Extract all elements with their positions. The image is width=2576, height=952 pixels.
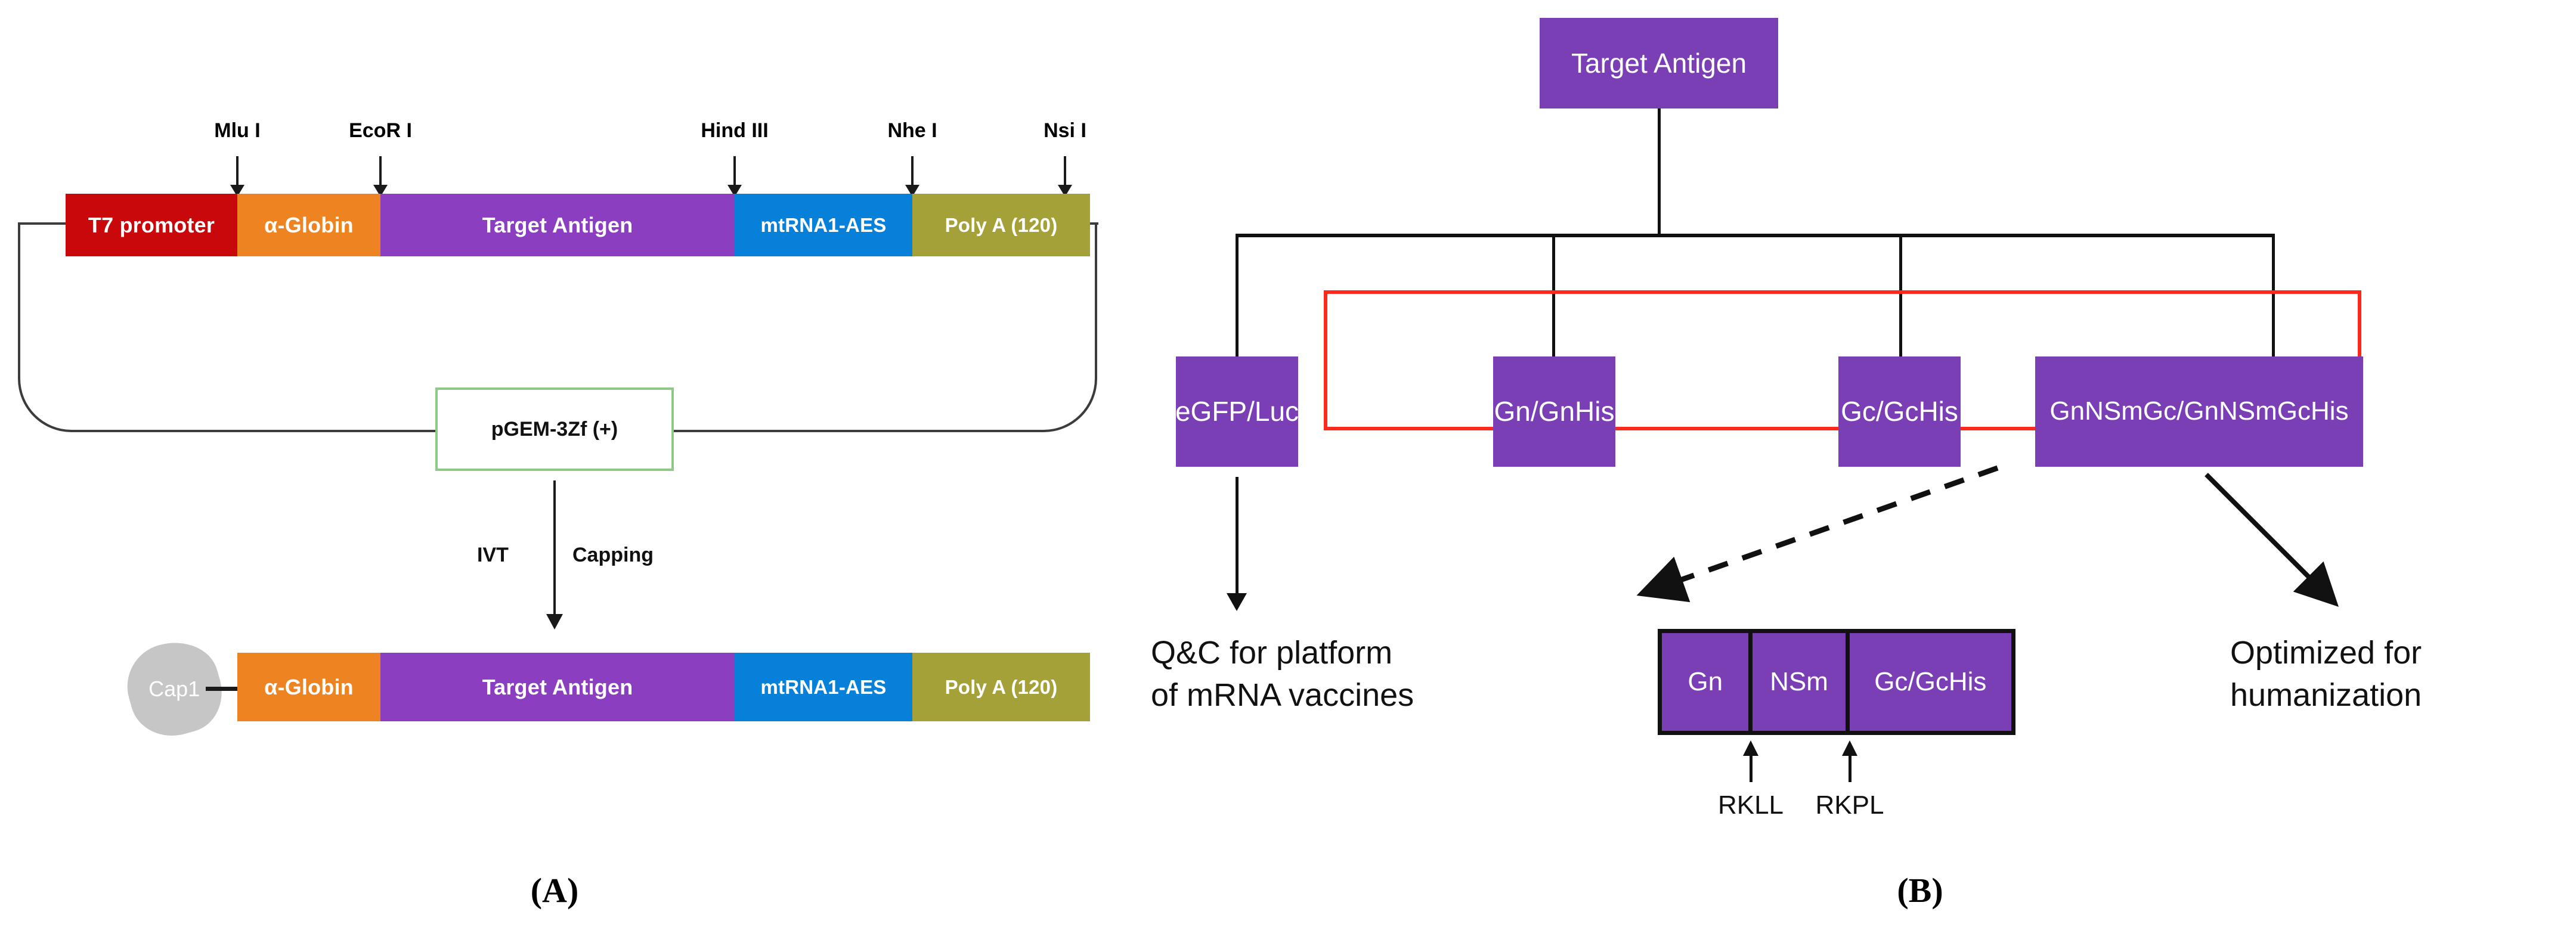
outcome-text-qc-platform: Q&C for platform of mRNA vaccines <box>1151 635 1414 714</box>
construct-segment-target-antigen: Target Antigen <box>380 194 735 256</box>
arrow-egfp-head <box>1227 593 1247 611</box>
connector-root-stem <box>1658 108 1661 235</box>
cleavage-arrow-shaft-rkpl <box>1849 745 1852 782</box>
construct-segment-t7-promoter: T7 promoter <box>66 194 237 256</box>
connector-drop-gc-gchis <box>1899 234 1902 364</box>
panel-b: Target Antigen eGFP/Luc Gn/GnHis Gc/GcHi… <box>1133 0 2576 952</box>
ivt-arrow-shaft <box>553 480 556 624</box>
arrow-egfp-shaft <box>1236 477 1239 599</box>
restriction-site-label-nhe-i: Nhe I <box>887 119 937 142</box>
arrow-to-humanization <box>2205 473 2339 607</box>
plasmid-label-box: pGEM-3Zf (+) <box>435 387 674 471</box>
mrna-segment-mtrna1-aes: mtRNA1-AES <box>735 653 912 721</box>
connector-drop-egfp-luc <box>1236 234 1239 364</box>
connector-horizontal-bus <box>1236 234 2275 237</box>
cap1-linker <box>206 687 246 691</box>
polyprotein-cell-nsm: NSm <box>1753 633 1850 731</box>
node-target-antigen[interactable]: Target Antigen <box>1540 18 1778 108</box>
cleavage-arrow-shaft-rkll <box>1750 745 1753 782</box>
restriction-site-label-nsi-i: Nsi I <box>1044 119 1086 142</box>
connector-drop-gn-gnhis <box>1552 234 1555 364</box>
node-egfp-luc[interactable]: eGFP/Luc <box>1175 356 1299 467</box>
restriction-site-label-hind-iii: Hind III <box>701 119 769 142</box>
cleavage-arrow-head-rkpl <box>1842 740 1857 756</box>
mrna-segment-alpha-globin: α-Globin <box>237 653 380 721</box>
node-gc-gchis[interactable]: Gc/GcHis <box>1838 356 1961 467</box>
mrna-segment-target-antigen: Target Antigen <box>380 653 735 721</box>
mrna-segment-poly-a: Poly A (120) <box>912 653 1090 721</box>
panel-a: Mlu I EcoR I Hind III Nhe I Nsi I T7 pro… <box>0 0 1133 952</box>
ivt-arrow-head <box>546 614 563 630</box>
restriction-site-label-mlu-i: Mlu I <box>214 119 261 142</box>
polyprotein-cell-gc-gchis: Gc/GcHis <box>1874 667 1987 696</box>
cleavage-label-rkll: RKLL <box>1717 790 1784 820</box>
backbone-stub-left <box>18 222 66 225</box>
panel-a-caption: (A) <box>530 871 579 910</box>
panel-b-caption: (B) <box>1897 871 1943 910</box>
polyprotein-schematic: Gn NSm Gc/GcHis <box>1658 629 2015 735</box>
polyprotein-cell-gn: Gn <box>1662 633 1753 731</box>
node-gn-gnhis[interactable]: Gn/GnHis <box>1493 356 1615 467</box>
capping-label: Capping <box>572 544 654 566</box>
construct-segment-alpha-globin: α-Globin <box>237 194 380 256</box>
cap1-label: Cap1 <box>148 676 200 701</box>
cleavage-label-rkpl: RKPL <box>1815 790 1884 820</box>
construct-segment-mtrna1-aes: mtRNA1-AES <box>735 194 912 256</box>
cleavage-arrow-head-rkll <box>1743 740 1758 756</box>
outcome-text-humanization: Optimized for humanization <box>2230 635 2422 714</box>
ivt-label: IVT <box>477 544 509 566</box>
node-gnnsmgc-gnnsmgchis[interactable]: GnNSmGc/GnNSmGcHis <box>2035 356 2363 467</box>
construct-segment-poly-a: Poly A (120) <box>912 194 1090 256</box>
restriction-site-label-ecor-i: EcoR I <box>349 119 412 142</box>
connector-drop-gnnsmgc <box>2272 234 2275 364</box>
dashed-arrow-to-polyprotein <box>1636 465 1999 603</box>
